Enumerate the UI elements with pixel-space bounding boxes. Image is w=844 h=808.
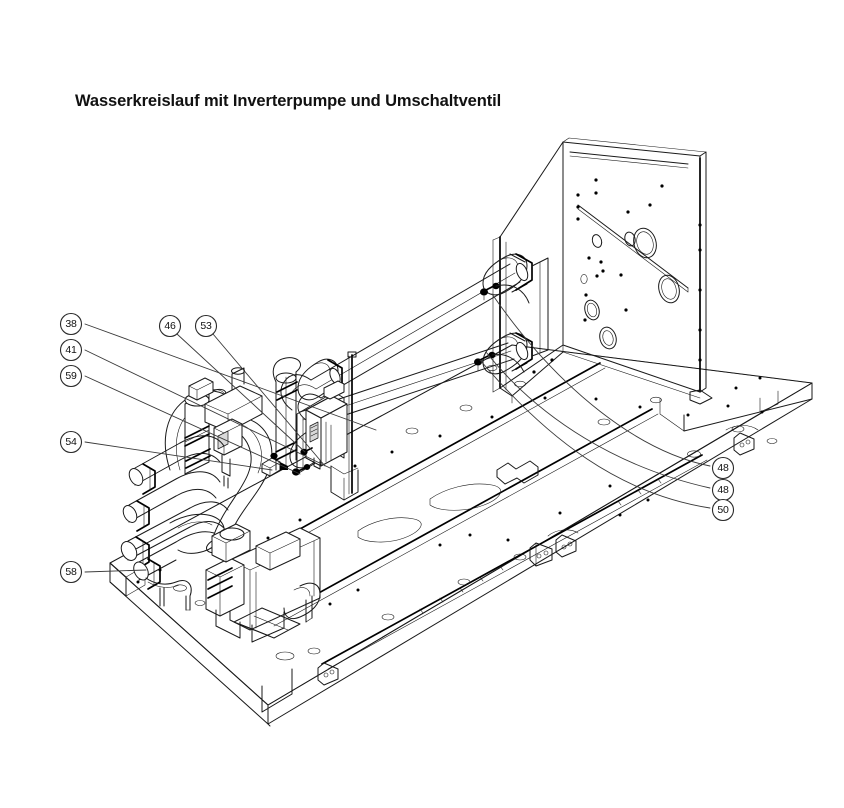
balloon-circle [194,314,218,338]
pipe-clamp-upper-right [482,253,533,296]
balloon-label: 50 [717,504,729,516]
callout-53[interactable]: 53 [194,314,218,338]
callout-41[interactable]: 41 [59,338,83,362]
callout-48-upper[interactable]: 48 [711,456,735,480]
balloon-circle [59,430,83,454]
balloon-label: 41 [65,344,77,356]
page-title: Wasserkreislauf mit Inverterpumpe und Um… [75,92,502,110]
balloon-circle [711,498,735,522]
drain-tube [145,577,192,611]
balloon-circle [59,312,83,336]
callout-46[interactable]: 46 [158,314,182,338]
balloon-circle [59,338,83,362]
diverter-valve [184,367,263,489]
pump-valve-assembly [120,357,321,643]
callout-48-lower[interactable]: 48 [711,478,735,502]
callout-54[interactable]: 54 [59,430,83,454]
balloon-label: 48 [717,484,729,496]
balloon-label: 53 [200,320,212,332]
balloon-circle [158,314,182,338]
pipe-clamp-lower-right [482,332,533,375]
callout-59[interactable]: 59 [59,364,83,388]
callout-50[interactable]: 50 [711,498,735,522]
control-box-assembly [296,351,359,501]
balloon-label: 58 [65,566,77,578]
chassis-latch-hardware [317,425,759,686]
callout-balloons: 38 41 59 54 46 53 [59,312,735,584]
balloon-label: 59 [65,370,77,382]
vertical-riser-hose [270,357,301,471]
balloon-label: 38 [65,318,77,330]
callout-58[interactable]: 58 [59,560,83,584]
balloon-label: 46 [164,320,176,332]
balloon-circle [711,456,735,480]
balloon-label: 54 [65,436,77,448]
balloon-circle [59,560,83,584]
left-pipe-stubs [120,442,191,590]
side-panel [492,141,564,404]
balloon-label: 48 [717,462,729,474]
leader-lines [84,293,711,573]
inverter-pump [205,523,321,643]
callout-38[interactable]: 38 [59,312,83,336]
sensor-fitting-left [292,464,311,476]
rear-panel [562,137,713,405]
balloon-circle [59,364,83,388]
